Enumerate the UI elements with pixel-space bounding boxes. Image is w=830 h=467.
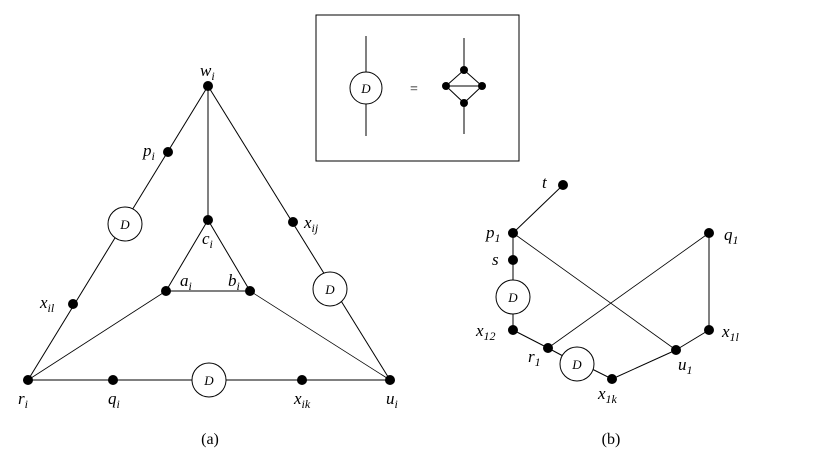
- label-q1: q1: [724, 225, 739, 247]
- edge-w-u: [207, 85, 391, 381]
- node-x-ij: [288, 217, 298, 227]
- node-r: [23, 375, 33, 385]
- node-u: [385, 375, 395, 385]
- diamond-node-left: [442, 82, 450, 90]
- node-x12: [508, 325, 518, 335]
- edge-p1-t: [512, 184, 564, 234]
- label-p: pi: [142, 141, 155, 163]
- inner-triangle: [165, 219, 251, 292]
- node-q: [108, 375, 118, 385]
- caption-b: (b): [602, 431, 621, 448]
- edge-u-b: [249, 290, 391, 381]
- label-s: s: [492, 250, 499, 269]
- node-c: [203, 215, 213, 225]
- diagram-a: D D D wi pi xil ri qi xik ui xij ci ai b…: [18, 61, 398, 448]
- node-x1k: [607, 374, 617, 384]
- diamond-node-right: [478, 82, 486, 90]
- label-x12: x12: [475, 321, 496, 343]
- node-a: [161, 286, 171, 296]
- gadget-d-right: [312, 271, 348, 307]
- legend: D =: [315, 14, 520, 162]
- label-p1: p1: [485, 223, 501, 245]
- legend-equals-sign: =: [410, 82, 418, 97]
- gadget-d-b-left: [495, 279, 531, 315]
- label-x-ik: xik: [293, 389, 311, 411]
- label-c: ci: [202, 229, 213, 251]
- edge-x12-r1: [512, 329, 549, 349]
- diamond-node-top: [460, 66, 468, 74]
- caption-a: (a): [201, 431, 219, 448]
- legend-frame: [315, 14, 520, 162]
- gadget-d-right-label: D: [324, 282, 335, 297]
- diagram-b: D D t p1 s x12 r1 x1k u1 x1l q1 (b): [475, 173, 740, 448]
- node-u1: [671, 345, 681, 355]
- label-t: t: [542, 173, 548, 192]
- node-b: [245, 286, 255, 296]
- gadget-d-b-left-label: D: [507, 290, 518, 305]
- gadget-d-bottom-label: D: [203, 373, 214, 388]
- edge-u1-x1l: [675, 329, 710, 351]
- node-x-ik: [297, 375, 307, 385]
- edge-r1-q1: [547, 232, 710, 349]
- gadget-d-left: [107, 206, 143, 242]
- edge-r-a: [27, 290, 167, 381]
- legend-gadget-label: D: [360, 81, 371, 96]
- label-x1l: x1l: [721, 322, 740, 344]
- label-r: ri: [18, 389, 28, 411]
- label-x-il: xil: [39, 293, 55, 315]
- edge-p1-u1: [512, 232, 677, 351]
- node-r1: [543, 343, 553, 353]
- label-u1: u1: [678, 355, 693, 377]
- gadget-d-left-label: D: [119, 217, 130, 232]
- label-q: qi: [108, 389, 120, 411]
- diamond-node-bottom: [460, 99, 468, 107]
- label-w: wi: [200, 61, 215, 83]
- node-p: [163, 147, 173, 157]
- node-x1l: [704, 325, 714, 335]
- node-t: [558, 180, 568, 190]
- edge-x1k-u1: [611, 349, 677, 380]
- label-x1k: x1k: [597, 384, 618, 406]
- gadget-d-b-bottom-label: D: [571, 357, 582, 372]
- label-x-ij: xij: [303, 213, 319, 235]
- label-r1: r1: [528, 347, 541, 369]
- legend-gadget-circle: [349, 71, 383, 105]
- label-b: bi: [228, 271, 240, 293]
- node-s: [508, 255, 518, 265]
- gadget-d-b-bottom: [559, 346, 595, 382]
- node-x-il: [68, 299, 78, 309]
- node-p1: [508, 228, 518, 238]
- node-q1: [704, 228, 714, 238]
- label-u: ui: [386, 389, 398, 411]
- label-a: ai: [180, 271, 192, 293]
- node-w: [203, 81, 213, 91]
- gadget-d-bottom: [191, 362, 227, 398]
